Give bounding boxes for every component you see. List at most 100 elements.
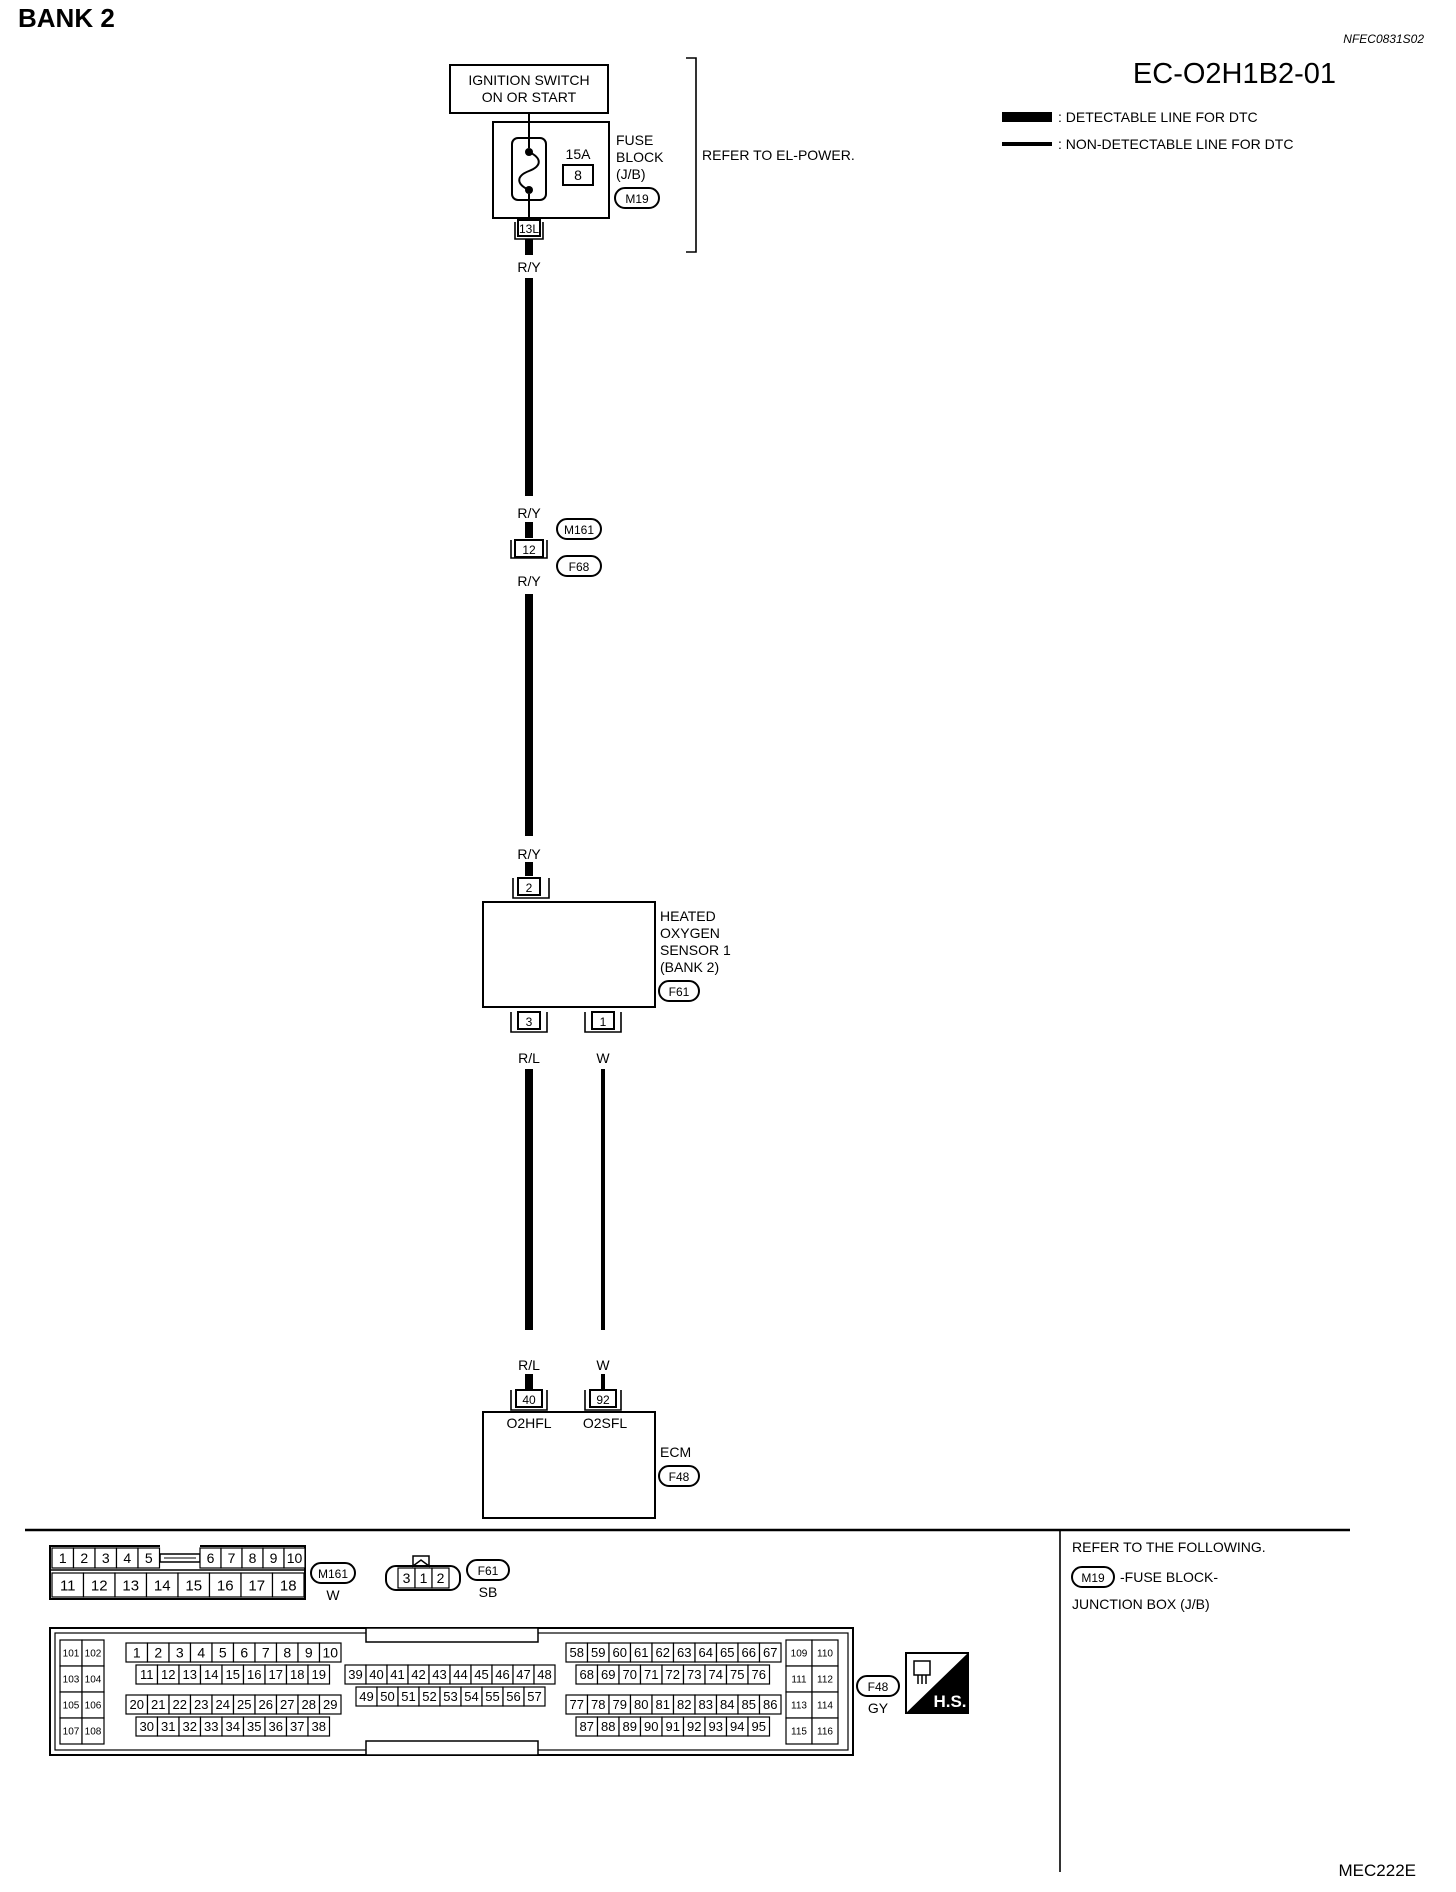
pin-number: 22	[173, 1697, 187, 1712]
pin-number: 9	[305, 1645, 313, 1661]
wire-color-w-2: W	[596, 1357, 610, 1373]
pin-number: 38	[312, 1719, 326, 1734]
m161-connector-color: W	[326, 1587, 340, 1603]
sensor-label-1: HEATED	[660, 908, 716, 924]
f48-connector-id: F48	[868, 1680, 889, 1694]
pin-cell	[758, 1642, 782, 1663]
pin-number: 23	[194, 1697, 208, 1712]
pin-number: 13	[122, 1577, 139, 1594]
pin-cell	[533, 1664, 556, 1685]
pin-number: 79	[613, 1697, 627, 1712]
pin-cell	[81, 1717, 105, 1745]
pin-number: 21	[151, 1697, 165, 1712]
pin-number: 63	[677, 1645, 691, 1660]
pin-number: 39	[348, 1667, 362, 1682]
pin-number: 95	[752, 1719, 766, 1734]
pin-number: 110	[817, 1649, 833, 1660]
pin-number: 2	[154, 1645, 162, 1661]
pin-number: 20	[130, 1697, 144, 1712]
pin-number: 107	[63, 1727, 80, 1738]
pin-number: 105	[63, 1701, 80, 1712]
fuse-block-label-3: (J/B)	[616, 166, 646, 182]
sensor-pin-2-box	[517, 877, 541, 896]
f61-connector-oval	[466, 1559, 510, 1581]
pin-number: 33	[204, 1719, 218, 1734]
pin-number: 13	[183, 1667, 197, 1682]
sensor-pin-1: 1	[600, 1015, 607, 1029]
pin-number: 25	[237, 1697, 251, 1712]
junction-connector-bottom-id: F68	[569, 560, 590, 574]
junction-connector-top-id: M161	[564, 523, 594, 537]
f48-connector-oval	[856, 1675, 900, 1697]
wire-color-ry-1: R/Y	[517, 259, 541, 275]
pin-number: 57	[527, 1689, 541, 1704]
sensor-pin-2-bracket	[512, 878, 550, 899]
pin-number: 47	[516, 1667, 530, 1682]
pin-number: 19	[312, 1667, 326, 1682]
pin-number: 101	[63, 1649, 80, 1660]
pin-cell	[271, 1572, 305, 1598]
refer-connector-id: M19	[1081, 1571, 1105, 1585]
wire-color-ry-4: R/Y	[517, 846, 541, 862]
ignition-switch-box	[449, 64, 609, 114]
pin-number: 76	[752, 1667, 766, 1682]
pin-number: 68	[580, 1667, 594, 1682]
pin-number: 73	[687, 1667, 701, 1682]
pin-number: 111	[791, 1675, 807, 1686]
pin-number: 91	[666, 1719, 680, 1734]
pin-number: 67	[763, 1645, 777, 1660]
sensor-pin-3-box	[517, 1011, 541, 1030]
pin-number: 109	[791, 1649, 808, 1660]
pin-number: 75	[730, 1667, 744, 1682]
ignition-line-2: ON OR START	[482, 89, 577, 105]
pin-cell	[811, 1639, 839, 1667]
legend-detectable-label: : DETECTABLE LINE FOR DTC	[1058, 109, 1258, 125]
pin-number: 106	[85, 1701, 102, 1712]
pin-number: 59	[591, 1645, 605, 1660]
pin-number: 88	[601, 1719, 615, 1734]
pin-number: 1	[133, 1645, 141, 1661]
terminal-13l-box	[517, 219, 541, 237]
pin-cell	[758, 1694, 782, 1715]
pin-cell	[240, 1572, 274, 1598]
fuse-block-label-1: FUSE	[616, 132, 653, 148]
pin-number: 60	[613, 1645, 627, 1660]
pin-number: 27	[280, 1697, 294, 1712]
pin-number: 3	[176, 1645, 184, 1661]
pin-number: 78	[591, 1697, 605, 1712]
ecm-connector-id: F48	[669, 1470, 690, 1484]
pin-number: 82	[677, 1697, 691, 1712]
fuse-connector-oval	[614, 187, 660, 209]
pin-number: 61	[634, 1645, 648, 1660]
pin-number: 114	[817, 1701, 833, 1712]
pin-number: 90	[644, 1719, 658, 1734]
m161-connector-oval	[310, 1562, 356, 1584]
pin-number: 6	[240, 1645, 248, 1661]
pin-number: 32	[183, 1719, 197, 1734]
fuse-number-box	[562, 164, 594, 186]
pin-number: 89	[623, 1719, 637, 1734]
pin-number: 30	[140, 1719, 154, 1734]
pin-number: 52	[422, 1689, 436, 1704]
pin-number: 37	[290, 1719, 304, 1734]
pin-number: 15	[226, 1667, 240, 1682]
pin-cell	[283, 1547, 306, 1569]
pin-number: 18	[280, 1577, 297, 1594]
pin-number: 69	[601, 1667, 615, 1682]
pin-cell	[811, 1717, 839, 1745]
pin-number: 7	[228, 1550, 236, 1566]
ignition-line-1: IGNITION SWITCH	[468, 72, 589, 88]
ecm-pin-92-box	[589, 1389, 617, 1408]
pin-number: 43	[432, 1667, 446, 1682]
pin-number: 46	[495, 1667, 509, 1682]
pin-number: 10	[322, 1645, 338, 1661]
hs-label: H.S.	[933, 1692, 966, 1711]
pin-cell	[523, 1686, 546, 1707]
pin-number: 36	[269, 1719, 283, 1734]
pin-number: 92	[687, 1719, 701, 1734]
pin-number: 2	[437, 1570, 445, 1586]
f61-latch-icon	[412, 1555, 430, 1568]
pin-number: 65	[720, 1645, 734, 1660]
f61-connector-id: F61	[478, 1564, 499, 1578]
wire-color-ry-2: R/Y	[517, 505, 541, 521]
